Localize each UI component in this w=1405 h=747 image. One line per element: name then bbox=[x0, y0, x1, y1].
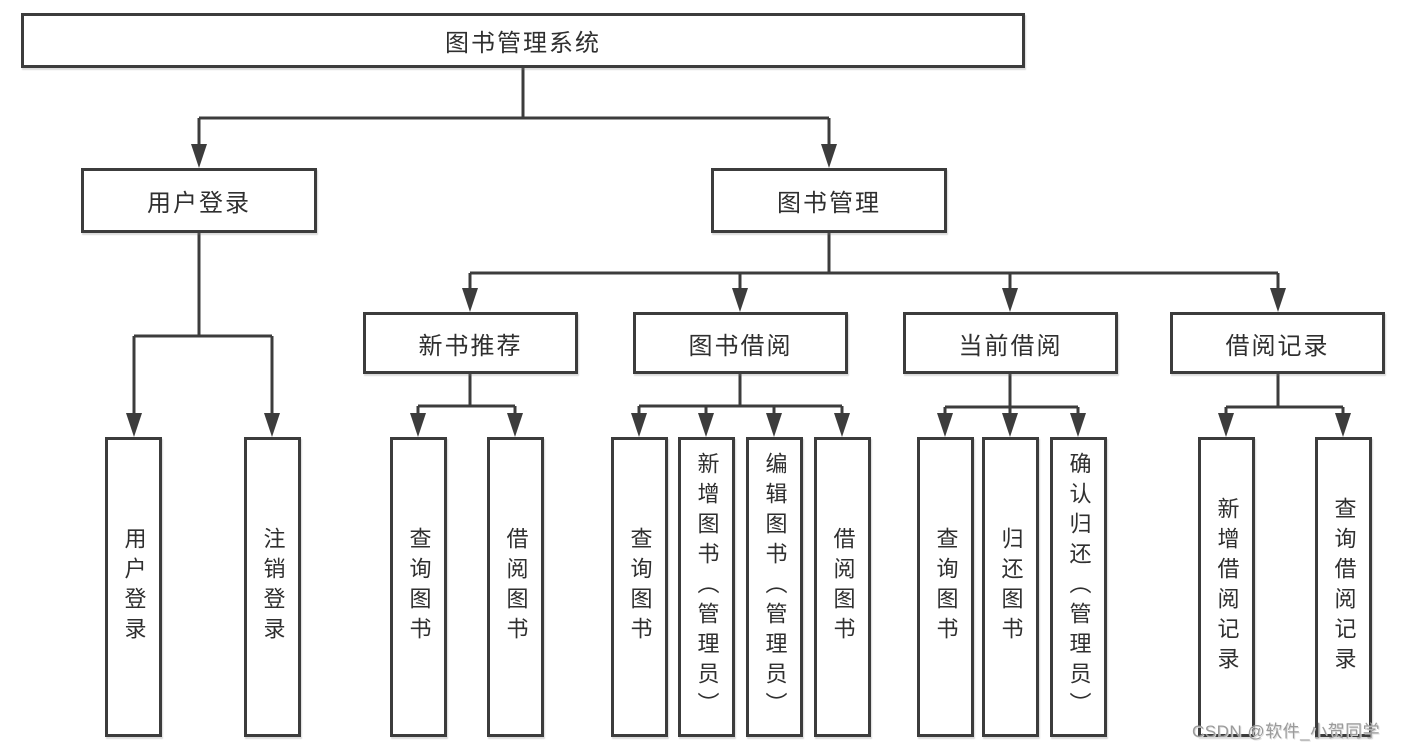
leaf-query-books-borrow: 查询图书 bbox=[611, 437, 668, 737]
node-current-borrow: 当前借阅 bbox=[903, 312, 1118, 374]
leaf-confirm-return-admin: 确认归还（管理员） bbox=[1050, 437, 1107, 737]
leaf-user-login-label: 用户登录 bbox=[121, 527, 147, 647]
leaf-query-books-recommend-label: 查询图书 bbox=[406, 527, 432, 647]
leaf-confirm-return-admin-label: 确认归还（管理员） bbox=[1066, 452, 1092, 722]
leaf-add-borrow-record-label: 新增借阅记录 bbox=[1214, 497, 1240, 677]
connector-root-to-level2 bbox=[197, 68, 831, 146]
leaf-add-borrow-record: 新增借阅记录 bbox=[1198, 437, 1255, 737]
node-book-borrow: 图书借阅 bbox=[633, 312, 848, 374]
leaf-logout-label: 注销登录 bbox=[260, 527, 286, 647]
connector-records-to-leaves bbox=[1224, 374, 1345, 420]
leaf-borrow-books: 借阅图书 bbox=[814, 437, 871, 737]
node-book-management: 图书管理 bbox=[711, 168, 947, 233]
leaf-add-books-admin: 新增图书（管理员） bbox=[678, 437, 735, 737]
leaf-query-books-recommend: 查询图书 bbox=[390, 437, 447, 737]
connector-bookborrow-to-leaves bbox=[637, 374, 844, 420]
node-borrow-records: 借阅记录 bbox=[1170, 312, 1385, 374]
leaf-return-books: 归还图书 bbox=[982, 437, 1039, 737]
leaf-add-books-admin-label: 新增图书（管理员） bbox=[694, 452, 720, 722]
connector-newbook-to-leaves bbox=[416, 374, 517, 420]
leaf-query-books-current: 查询图书 bbox=[917, 437, 974, 737]
connector-bookmgmt-to-level3 bbox=[468, 233, 1280, 290]
leaf-query-books-current-label: 查询图书 bbox=[933, 527, 959, 647]
node-user-login: 用户登录 bbox=[81, 168, 317, 233]
csdn-watermark: CSDN @软件_小贺同学 bbox=[1192, 722, 1381, 741]
connector-userlogin-to-leaves bbox=[132, 233, 274, 420]
leaf-borrow-books-recommend-label: 借阅图书 bbox=[503, 527, 529, 647]
leaf-query-borrow-record-label: 查询借阅记录 bbox=[1331, 497, 1357, 677]
leaf-borrow-books-label: 借阅图书 bbox=[830, 527, 856, 647]
leaf-query-books-borrow-label: 查询图书 bbox=[627, 527, 653, 647]
leaf-borrow-books-recommend: 借阅图书 bbox=[487, 437, 544, 737]
leaf-return-books-label: 归还图书 bbox=[998, 527, 1024, 647]
node-new-book-recommend: 新书推荐 bbox=[363, 312, 578, 374]
connector-currentborrow-to-leaves bbox=[943, 374, 1080, 420]
leaf-user-login: 用户登录 bbox=[105, 437, 162, 737]
leaf-query-borrow-record: 查询借阅记录 bbox=[1315, 437, 1372, 737]
leaf-edit-books-admin: 编辑图书（管理员） bbox=[746, 437, 803, 737]
leaf-logout: 注销登录 bbox=[244, 437, 301, 737]
node-root: 图书管理系统 bbox=[21, 13, 1025, 68]
leaf-edit-books-admin-label: 编辑图书（管理员） bbox=[762, 452, 788, 722]
